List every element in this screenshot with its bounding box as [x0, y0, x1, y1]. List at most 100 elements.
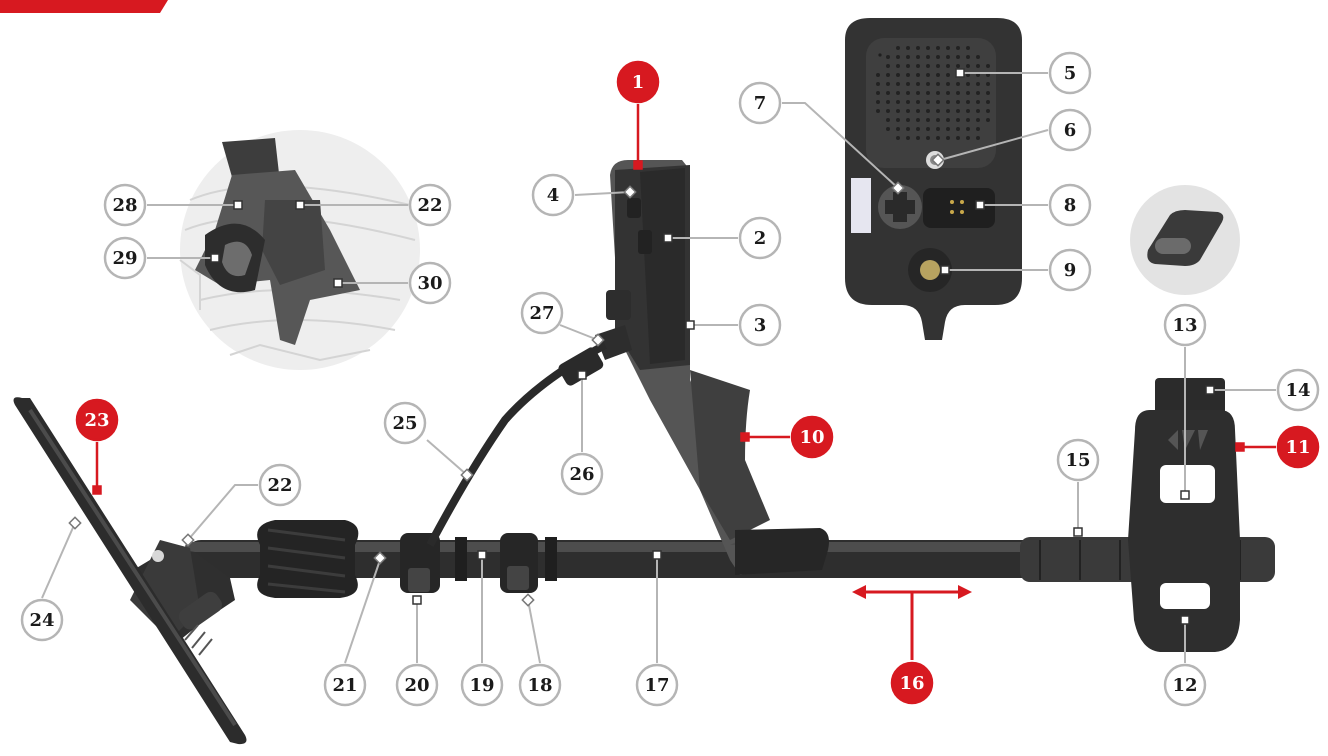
callout-28: 28	[103, 183, 147, 227]
callout-number: 30	[417, 273, 442, 294]
leader-marker-6	[931, 153, 945, 167]
callout-number: 9	[1064, 260, 1077, 281]
callout-24: 24	[20, 598, 64, 642]
callout-number: 11	[1285, 437, 1310, 458]
leader-marker-2	[663, 233, 673, 243]
leader-marker-22	[295, 200, 305, 210]
leader-lines	[41, 68, 1276, 664]
callout-12: 12	[1163, 663, 1207, 707]
callout-17: 17	[635, 663, 679, 707]
callout-number: 16	[899, 673, 924, 694]
leader-marker-19	[477, 550, 487, 560]
leader-marker-27	[591, 333, 605, 347]
callout-number: 18	[527, 675, 552, 696]
leader-marker-28	[233, 200, 243, 210]
callout-number: 26	[569, 464, 594, 485]
leader-marker-25	[460, 468, 474, 482]
search-coil	[13, 397, 247, 745]
callout-6: 6	[1048, 108, 1092, 152]
callout-27: 27	[520, 291, 564, 335]
callout-number: 7	[754, 93, 767, 114]
callout-8: 8	[1048, 183, 1092, 227]
leader-line-27	[559, 324, 599, 341]
callout-4: 4	[531, 173, 575, 217]
leader-marker-22	[181, 533, 195, 547]
callout-18: 18	[518, 663, 562, 707]
callout-number: 6	[1064, 120, 1077, 141]
leader-marker-18	[521, 593, 535, 607]
leader-marker-24	[68, 516, 82, 530]
leader-line-18	[527, 599, 541, 664]
callout-25: 25	[383, 401, 427, 445]
length-adjust-arrow	[852, 585, 972, 660]
leader-marker-9	[940, 265, 950, 275]
callout-11: 11	[1276, 425, 1320, 469]
callout-number: 8	[1064, 195, 1077, 216]
callout-number: 2	[754, 228, 767, 249]
leader-marker-29	[210, 253, 220, 263]
leader-marker-30	[333, 278, 343, 288]
callout-number: 25	[392, 413, 417, 434]
callout-15: 15	[1056, 438, 1100, 482]
callout-2: 2	[738, 216, 782, 260]
corner-accent-bar	[0, 0, 168, 13]
callout-10: 10	[790, 415, 834, 459]
callout-number: 1	[632, 72, 645, 93]
callout-16: 16	[890, 661, 934, 705]
callout-22: 22	[258, 463, 302, 507]
leader-marker-8	[975, 200, 985, 210]
callout-number: 15	[1065, 450, 1090, 471]
callout-number: 17	[644, 675, 669, 696]
leader-marker-4	[623, 185, 637, 199]
speaker-grille	[876, 46, 990, 140]
leader-marker-26	[577, 370, 587, 380]
leader-line-21	[344, 559, 381, 664]
callout-3: 3	[738, 303, 782, 347]
leader-marker-1	[633, 160, 643, 170]
leader-marker-15	[1073, 527, 1083, 537]
coil-detail-inset	[179, 130, 420, 370]
leader-marker-17	[652, 550, 662, 560]
callout-21: 21	[323, 663, 367, 707]
callout-number: 19	[469, 675, 494, 696]
leader-line-4	[574, 191, 631, 196]
callout-number: 5	[1064, 63, 1077, 84]
armrest	[1128, 378, 1240, 652]
callout-number: 13	[1172, 315, 1197, 336]
leader-line-22	[187, 484, 258, 541]
callout-1: 1	[616, 60, 660, 104]
callout-number: 24	[29, 610, 54, 631]
callout-number: 20	[404, 675, 429, 696]
leader-line-6	[939, 129, 1049, 161]
control-box-and-handle	[426, 160, 829, 575]
leader-marker-20	[412, 595, 422, 605]
leader-marker-5	[955, 68, 965, 78]
callout-number: 22	[417, 195, 442, 216]
callout-23: 23	[75, 398, 119, 442]
callout-20: 20	[395, 663, 439, 707]
callout-9: 9	[1048, 248, 1092, 292]
leader-marker-23	[92, 485, 102, 495]
callout-30: 30	[408, 261, 452, 305]
leader-line-7	[782, 102, 899, 189]
callout-19: 19	[460, 663, 504, 707]
leader-marker-3	[685, 320, 695, 330]
leader-marker-7	[891, 181, 905, 195]
callout-5: 5	[1048, 51, 1092, 95]
callout-number: 28	[112, 195, 137, 216]
callout-number: 4	[547, 185, 560, 206]
callout-7: 7	[738, 81, 782, 125]
callout-29: 29	[103, 236, 147, 280]
leader-marker-14	[1205, 385, 1215, 395]
callout-14: 14	[1276, 368, 1320, 412]
callout-26: 26	[560, 452, 604, 496]
callout-22: 22	[408, 183, 452, 227]
callout-number: 22	[267, 475, 292, 496]
callout-number: 27	[529, 303, 554, 324]
armrest-pad-inset	[1130, 185, 1240, 295]
leader-marker-10	[740, 432, 750, 442]
leader-marker-12	[1180, 615, 1190, 625]
callout-number: 12	[1172, 675, 1197, 696]
